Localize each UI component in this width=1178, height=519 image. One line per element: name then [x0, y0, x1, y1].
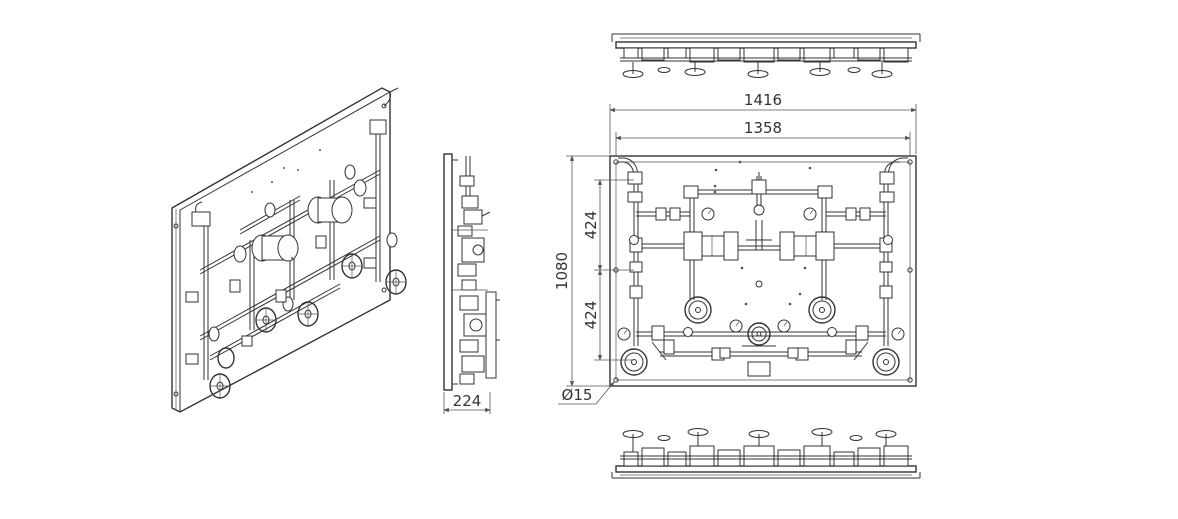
side-components [452, 156, 500, 385]
width-1416-dimension: 1416 [609, 91, 917, 154]
iso-handwheels [209, 253, 407, 399]
front-gauges [617, 207, 905, 341]
top-components [620, 47, 912, 63]
top-plate [615, 41, 917, 49]
front-fittings [629, 185, 893, 377]
iso-inlet-fittings [191, 87, 399, 227]
top-view [611, 33, 921, 78]
front-center-cross [746, 172, 772, 241]
hole-diameter-callout: Ø15 [558, 381, 615, 405]
spacing-424-upper-label: 424 [582, 211, 600, 240]
width-1358-dimension: 1358 [615, 119, 911, 156]
spacing-424-lower-label: 424 [582, 301, 600, 330]
top-handwheels [622, 62, 893, 78]
front-plate [609, 155, 917, 387]
depth-dimension: 224 [443, 392, 491, 414]
spacing-424-upper-dimension: 424 [582, 179, 634, 271]
front-handwheels [620, 296, 900, 376]
front-mounting-holes [613, 159, 913, 383]
hole-diameter-label: Ø15 [562, 386, 593, 404]
height-1080-dimension: 1080 [553, 155, 610, 387]
width-1358-label: 1358 [744, 119, 782, 137]
bottom-handwheels [622, 428, 897, 452]
depth-label: 224 [453, 392, 482, 410]
front-regulators [683, 231, 835, 261]
bottom-view [611, 428, 921, 479]
front-plate-dots [713, 160, 812, 306]
iso-gauges [208, 164, 398, 342]
height-1080-label: 1080 [553, 252, 571, 290]
isometric-view [171, 87, 407, 413]
iso-mounting-holes [173, 103, 387, 397]
bottom-components [620, 445, 912, 467]
iso-brackets [185, 197, 377, 365]
iso-plate-dots [251, 149, 321, 259]
bottom-plate [615, 465, 917, 473]
width-1416-label: 1416 [744, 91, 782, 109]
front-view: 1416 1358 1080 424 424 [553, 91, 917, 405]
front-vertical-pipes [633, 176, 889, 346]
front-valve-bodies [651, 341, 869, 361]
side-plate [443, 153, 453, 391]
side-view: 224 [443, 153, 500, 414]
front-inlet-bends [618, 157, 908, 203]
spacing-424-lower-dimension: 424 [582, 269, 634, 361]
iso-back-plate [171, 87, 391, 413]
iso-regulators [251, 196, 353, 262]
